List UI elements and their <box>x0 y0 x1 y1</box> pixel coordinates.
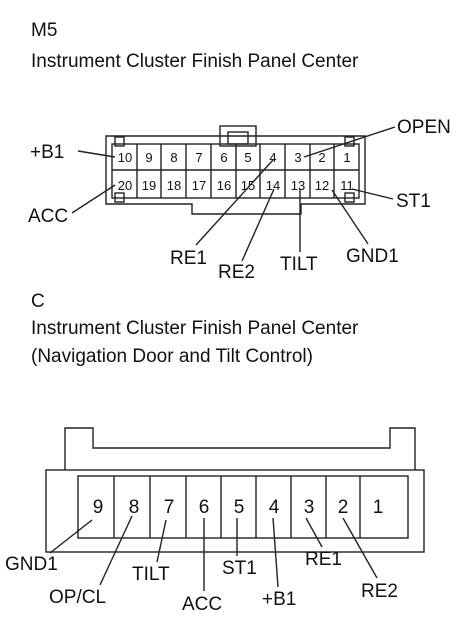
m5-pin: 15 <box>241 178 255 193</box>
c-connector-code: C <box>31 291 45 312</box>
m5-pin: 18 <box>167 178 181 193</box>
m5-label-acc: ACC <box>28 206 68 227</box>
c-connector-name: Instrument Cluster Finish Panel Center <box>31 318 359 339</box>
m5-pin: 2 <box>318 150 325 165</box>
m5-acc-leader <box>71 184 116 214</box>
c-opcl-leader <box>99 515 133 586</box>
c-pin: 6 <box>199 497 210 518</box>
m5-pin: 17 <box>192 178 206 193</box>
c-label-tilt: TILT <box>132 564 170 585</box>
c-re2-leader <box>342 517 378 579</box>
m5-label-st1: ST1 <box>396 191 431 212</box>
c-pin: 8 <box>129 497 140 518</box>
c-pin: 5 <box>234 497 245 518</box>
m5-pin: 1 <box>343 150 350 165</box>
m5-pin: 4 <box>269 150 276 165</box>
m5-pin: 13 <box>291 178 305 193</box>
m5-pin: 7 <box>195 150 202 165</box>
m5-gnd1-leader <box>331 189 369 245</box>
c-b1-leader <box>272 517 279 588</box>
m5-pin: 10 <box>118 150 132 165</box>
m5-pin: 12 <box>315 178 329 193</box>
m5-connector-body <box>105 125 366 215</box>
c-label-opcl: OP/CL <box>49 587 106 608</box>
m5-re1-leader <box>195 159 274 246</box>
c-pin: 2 <box>338 497 349 518</box>
c-gnd1-leader <box>49 519 93 554</box>
c-re1-leader <box>305 517 323 548</box>
m5-label-tilt: TILT <box>280 254 318 275</box>
m5-label-re1: RE1 <box>170 248 207 269</box>
m5-st1-leader <box>351 188 394 200</box>
c-connector-body <box>45 427 425 553</box>
c-label-b1: +B1 <box>262 589 296 610</box>
m5-label-re2: RE2 <box>218 262 255 283</box>
m5-pin: 6 <box>220 150 227 165</box>
m5-pin: 9 <box>145 150 152 165</box>
m5-label-gnd1: GND1 <box>346 246 399 267</box>
m5-b1-leader <box>77 150 116 158</box>
m5-label-open: OPEN <box>397 117 451 138</box>
c-label-gnd1: GND1 <box>5 554 58 575</box>
m5-re2-leader <box>241 188 275 262</box>
m5-pin: 16 <box>217 178 231 193</box>
m5-pin: 14 <box>266 178 280 193</box>
c-pin: 3 <box>304 497 315 518</box>
m5-connector-name: Instrument Cluster Finish Panel Center <box>31 51 359 72</box>
m5-pin: 3 <box>294 150 301 165</box>
c-pin: 7 <box>164 497 175 518</box>
c-pin: 9 <box>93 497 104 518</box>
c-connector-subtitle: (Navigation Door and Tilt Control) <box>31 346 313 367</box>
m5-label-b1: +B1 <box>30 142 64 163</box>
m5-open-leader <box>303 126 396 158</box>
c-label-acc: ACC <box>182 594 222 615</box>
m5-pin: 11 <box>340 178 354 193</box>
c-label-re2: RE2 <box>361 581 398 602</box>
c-pin: 4 <box>269 497 280 518</box>
c-tilt-leader <box>156 519 167 563</box>
c-label-re1: RE1 <box>305 549 342 570</box>
m5-pin: 5 <box>244 150 251 165</box>
m5-pin: 19 <box>142 178 156 193</box>
c-label-st1: ST1 <box>222 558 257 579</box>
m5-connector-code: M5 <box>31 20 58 41</box>
m5-pin: 8 <box>170 150 177 165</box>
c-pin: 1 <box>373 497 384 518</box>
m5-pin: 20 <box>118 178 132 193</box>
